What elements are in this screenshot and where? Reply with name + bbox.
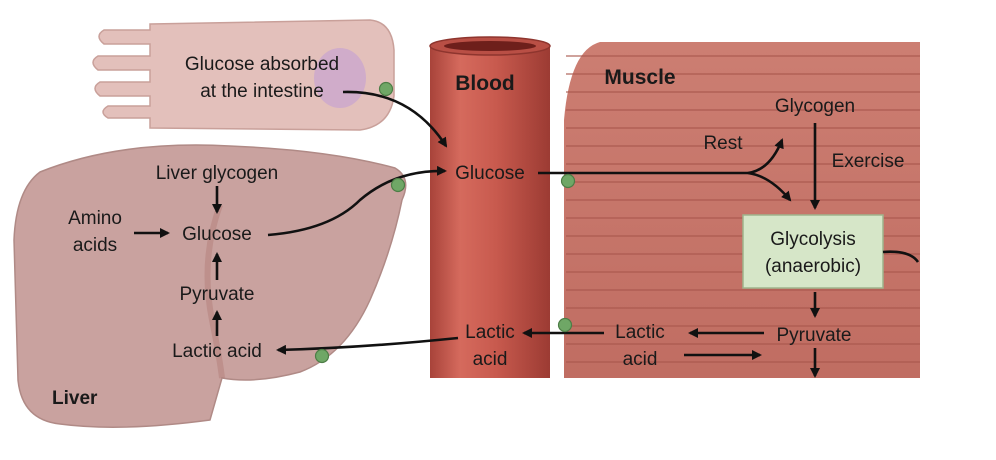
exercise-label: Exercise [832, 151, 905, 172]
transporter-dot [390, 177, 406, 193]
liver-lactic-acid-label: Lactic acid [172, 341, 262, 362]
liver-title: Liver [52, 388, 98, 409]
blood-glucose-label: Glucose [455, 163, 525, 184]
blood-lactic-label-line2: acid [473, 349, 508, 370]
liver-glucose-label: Glucose [182, 224, 252, 245]
transporter-dot [314, 348, 330, 364]
glycolysis-label-line2: (anaerobic) [765, 256, 861, 277]
transporter-dots [314, 81, 576, 364]
blood-vessel [429, 36, 551, 378]
liver-pyruvate-label: Pyruvate [180, 284, 255, 305]
intestine-label-line2: at the intestine [200, 81, 324, 102]
blood-title: Blood [455, 72, 514, 95]
glycolysis-box [742, 214, 884, 289]
pathway-arrows [134, 90, 920, 378]
liver-glycogen-label: Liver glycogen [156, 163, 279, 184]
rest-label: Rest [703, 133, 743, 154]
arrow-liver-to-blood [267, 165, 447, 237]
muscle-shape [564, 42, 920, 378]
arrow-rest-to-glycogen [747, 138, 784, 175]
arrow-intestine-to-blood [342, 90, 448, 148]
intestine-label-line1: Glucose absorbed [185, 54, 339, 75]
amino-label-line1: Amino [68, 208, 122, 229]
arrow-blood-to-liver-lactic [276, 336, 459, 355]
liver-shape [13, 144, 407, 428]
muscle-title: Muscle [604, 66, 675, 89]
blood-lactic-label-line1: Lactic [465, 322, 515, 343]
intestine-shape [92, 19, 395, 131]
muscle-lactic-label-line1: Lactic [615, 322, 665, 343]
transporter-dot [560, 173, 576, 189]
muscle-lactic-label-line2: acid [623, 349, 658, 370]
amino-label-line2: acids [73, 235, 117, 256]
glycolysis-label-line1: Glycolysis [770, 229, 856, 250]
muscle-glycogen-label: Glycogen [775, 96, 855, 117]
muscle-pyruvate-label: Pyruvate [777, 325, 852, 346]
transporter-dot [378, 81, 394, 97]
transporter-dot [557, 317, 573, 333]
line-glycolysis-right [882, 250, 920, 263]
arrow-to-glycolysis [747, 171, 792, 202]
